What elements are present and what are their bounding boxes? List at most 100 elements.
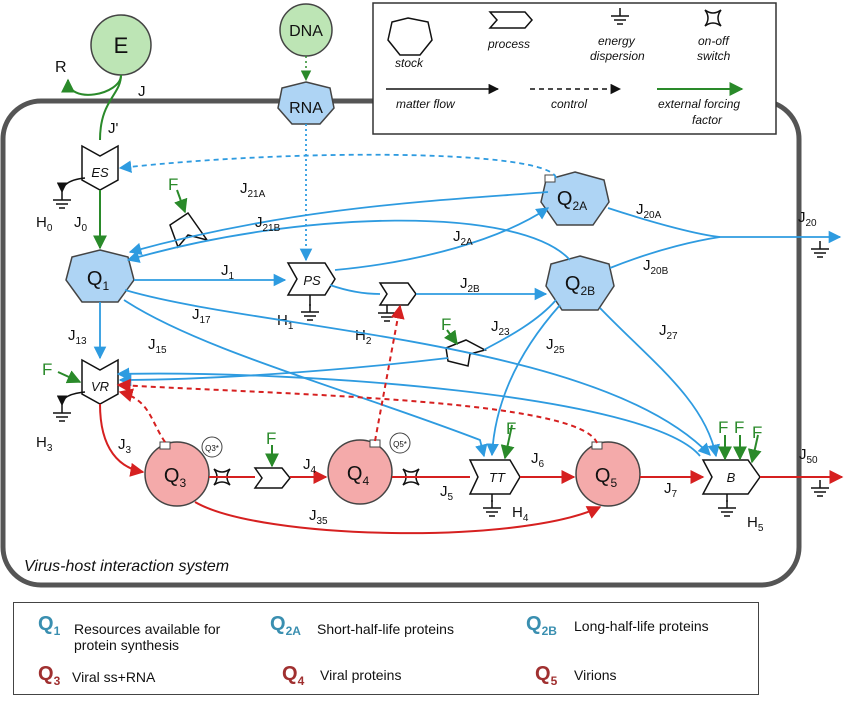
ES-label: ES	[91, 165, 109, 180]
legend-Q2B-symbol: Q2B	[526, 613, 557, 638]
Q3star-label: Q3*	[205, 444, 219, 453]
J7-label: J7	[664, 480, 678, 500]
forcing-label: F	[752, 423, 762, 442]
B-label: B	[727, 470, 736, 485]
J35-label: J35	[309, 507, 328, 527]
Q5-sensor	[591, 441, 603, 450]
system-boundary	[0, 98, 802, 588]
Q2B-label: Q2B	[565, 273, 595, 298]
Q3star-threshold	[201, 436, 223, 458]
J21A-label: J21A	[240, 180, 266, 200]
J50-label: J50	[799, 446, 818, 466]
H0-label: H0	[36, 214, 53, 234]
VR-energy-loss	[56, 391, 86, 407]
ES-process	[81, 144, 119, 191]
legend-Q4-text: Viral proteins	[320, 667, 402, 683]
J20A-label: J20A	[636, 201, 662, 221]
legend-Q5-symbol: Q5	[535, 663, 558, 688]
Q4-control	[374, 304, 405, 442]
Q2B-stock	[545, 255, 615, 311]
flow-J23	[118, 357, 449, 387]
flow-J27	[599, 307, 720, 458]
legend-Q5-text: Virions	[574, 667, 617, 683]
flow-J20A	[607, 207, 721, 238]
J20-label: J20	[798, 209, 817, 229]
forcing-arrow-B3	[747, 434, 762, 464]
Q5star-label: Q5*	[393, 440, 407, 449]
H3-sink	[52, 404, 72, 422]
forcing-arrow-21	[174, 189, 188, 214]
Q5star-threshold	[389, 432, 411, 454]
legend-control-label: control	[551, 97, 587, 111]
flow-J35	[194, 501, 602, 535]
J23-label: J23	[491, 318, 510, 338]
Q2A-sensor	[544, 174, 556, 183]
Q2A-control-to-ES	[118, 153, 557, 179]
Q3-stock	[144, 441, 210, 507]
Jprime-label: J'	[108, 120, 119, 137]
stock-legend: Q1 Resources available for protein synth…	[13, 602, 759, 695]
J0-label: J0	[74, 214, 88, 234]
forcing-label: F	[441, 315, 451, 334]
J2B-label: J2B	[460, 275, 480, 295]
J20-sink	[810, 240, 830, 258]
Q5-stock	[575, 441, 641, 507]
J21B-label: J21B	[255, 214, 281, 234]
stock-symbol	[387, 17, 433, 56]
Q2A-label: Q2A	[557, 188, 587, 213]
J50-sink	[810, 479, 830, 497]
process-symbol	[488, 11, 533, 29]
PS-label: PS	[303, 273, 321, 288]
Q5-control-to-VR	[116, 378, 598, 444]
H5-sink	[717, 499, 737, 517]
Q4-sensor	[369, 439, 381, 448]
J20B-label: J20B	[643, 257, 669, 277]
flow-J25	[486, 304, 561, 457]
flow-E-J	[99, 74, 122, 141]
J1-label: J1	[221, 262, 235, 282]
legend-Q4-symbol: Q4	[282, 663, 305, 688]
RNA-label: RNA	[289, 100, 323, 117]
J2A-label: J2A	[453, 228, 473, 248]
TT-process	[468, 459, 521, 495]
Q3-sensor	[159, 441, 171, 450]
R-label: R	[55, 59, 67, 76]
H2-label: H2	[355, 327, 372, 347]
J4-label: J4	[303, 456, 317, 476]
J4-process	[253, 467, 291, 489]
Q3-label: Q3	[164, 465, 187, 490]
flow-B-to-VR	[116, 367, 701, 457]
J15-label: J15	[148, 336, 167, 356]
Q4-stock	[327, 439, 393, 505]
J-label: J	[138, 83, 146, 100]
legend-Q3-text: Viral ss+RNA	[72, 669, 156, 685]
ES-energy-loss	[56, 177, 86, 194]
forcing-label: F	[506, 419, 516, 438]
legend-stock-label: stock	[395, 56, 424, 70]
forcing-arrow-TT	[500, 424, 515, 460]
forcing-arrow-23	[443, 329, 458, 346]
H2-sink	[377, 304, 397, 322]
flow-J21B	[126, 219, 571, 263]
TT-label: TT	[489, 470, 506, 485]
H4-label: H4	[512, 504, 529, 524]
Q2A-stock	[540, 171, 610, 226]
H5-label: H5	[747, 514, 764, 534]
flow-E-to-R	[61, 74, 122, 96]
system-label: Virus-host interaction system	[24, 558, 229, 575]
J27-label: J27	[659, 322, 678, 342]
flow-J17	[124, 289, 711, 456]
legend-Q1-text: Resources available for protein synthesi…	[74, 621, 221, 653]
legend-Q2B-text: Long-half-life proteins	[574, 618, 709, 634]
legend-process-label: process	[487, 37, 530, 51]
legend-Q2A-symbol: Q2A	[270, 613, 301, 638]
forcing-label: F	[168, 175, 178, 194]
flow-J21A	[128, 191, 549, 256]
legend-Q1-symbol: Q1	[38, 613, 61, 638]
flow-PS-to-2B	[329, 284, 381, 295]
J25-label: J25	[546, 336, 565, 356]
forcing-label: F	[718, 418, 728, 437]
